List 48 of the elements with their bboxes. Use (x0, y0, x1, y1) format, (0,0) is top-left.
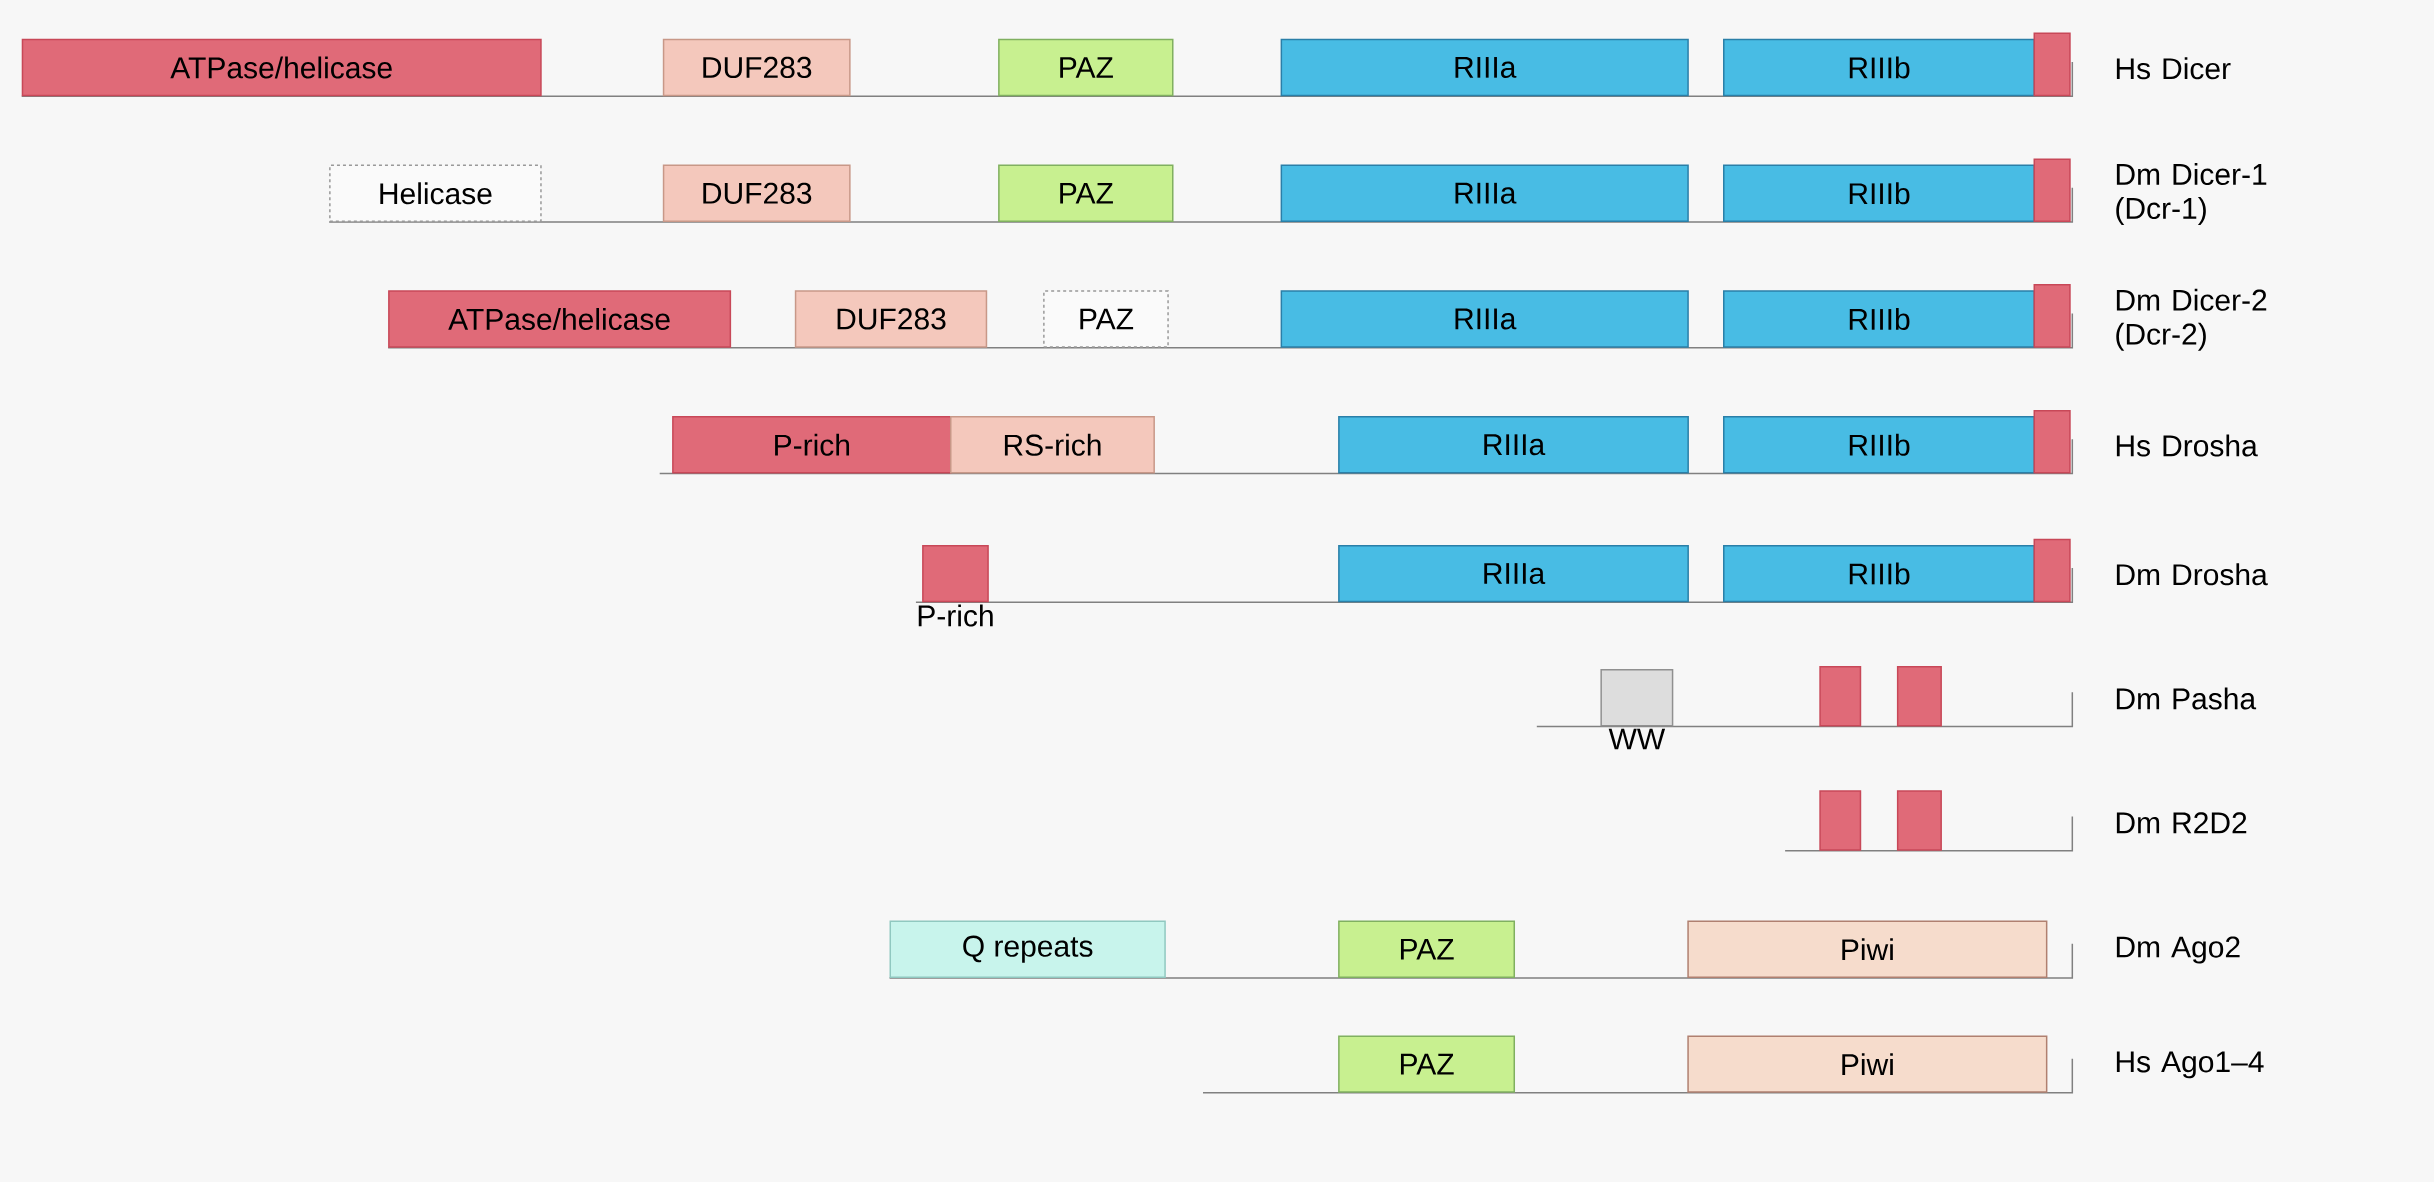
domain-label: WW (1608, 728, 1666, 750)
domain-box: Piwi (1687, 920, 2048, 978)
protein-name: Hs Dicer (2116, 57, 2231, 80)
domain-box: DUF283 (662, 164, 851, 222)
domain-box: RIIIa (1338, 416, 1689, 474)
domain-box: DUF283 (662, 38, 851, 97)
protein-name: Hs Drosha (2116, 434, 2258, 457)
domain-label: P-rich (918, 604, 993, 627)
domain-box (1896, 666, 1942, 727)
domain-box: ATPase/helicase (21, 38, 542, 97)
domain-box: RIIIb (1723, 38, 2035, 97)
domain-box: PAZ (998, 38, 1174, 97)
domain-box: RIIIa (1280, 164, 1689, 222)
domain-box (2033, 409, 2071, 474)
protein-name: Dm R2D2 (2116, 812, 2247, 834)
domain-box: Helicase (329, 164, 542, 222)
domain-box (2033, 538, 2071, 603)
domain-box: Q repeats (889, 920, 1166, 978)
protein-name: Dm Drosha (2116, 563, 2268, 586)
protein-name: Dm Dicer-1 (Dcr-1) (2116, 163, 2267, 225)
domain-box (2033, 284, 2071, 348)
domain-box: RS-rich (950, 416, 1155, 474)
protein-name: Dm Dicer-2 (Dcr-2) (2116, 288, 2267, 351)
domain-box: PAZ (1043, 290, 1169, 348)
domain-box: RIIIa (1338, 544, 1689, 603)
domain-box: RIIIa (1280, 38, 1689, 97)
domain-box (1600, 669, 1674, 727)
domain-box: PAZ (1338, 1035, 1515, 1093)
domain-box: PAZ (1338, 920, 1515, 978)
domain-box (922, 544, 989, 603)
domain-box (1896, 790, 1942, 851)
protein-name: Dm Ago2 (2116, 936, 2240, 964)
protein-name: Dm Pasha (2116, 687, 2257, 710)
domain-box: ATPase/helicase (388, 290, 732, 348)
domain-box: DUF283 (794, 290, 988, 348)
domain-box: PAZ (998, 164, 1174, 222)
domain-box: RIIIb (1723, 290, 2035, 348)
domain-box: RIIIa (1280, 290, 1689, 348)
domain-box (2033, 32, 2071, 97)
domain-box: RIIIb (1723, 164, 2035, 222)
domain-box (2033, 158, 2071, 222)
domain-box: RIIIb (1723, 416, 2035, 474)
protein-name: Hs Ago1–4 (2116, 1051, 2264, 1079)
domain-box (1819, 666, 1862, 727)
domain-box (1819, 790, 1862, 851)
domain-box: P-rich (672, 416, 952, 474)
domain-box: Piwi (1687, 1035, 2048, 1093)
domain-box: RIIIb (1723, 544, 2035, 603)
